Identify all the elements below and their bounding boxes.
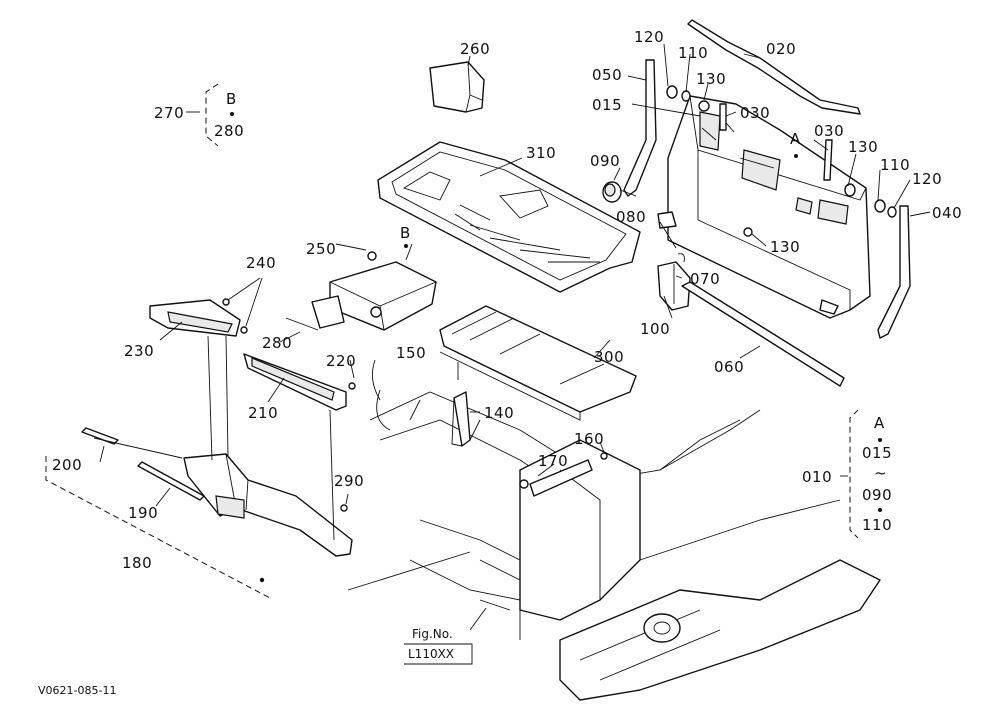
fasteners-upper — [666, 85, 897, 237]
group-010-dot-2 — [878, 508, 882, 512]
label-160: 160 — [574, 430, 604, 448]
group-010: 010 A 015 ~ 090 110 — [802, 414, 892, 534]
figure-ref-box — [404, 643, 473, 665]
label-130-mid: 130 — [770, 238, 800, 256]
label-230: 230 — [124, 342, 154, 360]
figure-ref-line1: Fig.No. — [412, 627, 453, 641]
part-030-pin-left — [719, 103, 727, 131]
part-300-platform — [439, 305, 637, 421]
drawing-code: V0621-085-11 — [38, 684, 116, 697]
label-150: 150 — [396, 344, 426, 362]
label-030-right: 030 — [814, 122, 844, 140]
group-010-extra: 110 — [862, 516, 892, 534]
label-170: 170 — [538, 452, 568, 470]
part-160-170-step — [519, 452, 608, 497]
part-090-cap — [602, 181, 622, 203]
group-270: 270 B 280 — [154, 90, 244, 140]
marker-A: A — [790, 130, 801, 148]
part-number-labels: 260 310 120 110 020 050 130 015 030 030 … — [52, 28, 962, 583]
label-110-right: 110 — [880, 156, 910, 174]
part-030-pin-right — [823, 139, 833, 181]
label-140: 140 — [484, 404, 514, 422]
group-270-letter: B — [226, 90, 237, 108]
label-015: 015 — [592, 96, 622, 114]
label-260: 260 — [460, 40, 490, 58]
label-120-top: 120 — [634, 28, 664, 46]
label-240: 240 — [246, 254, 276, 272]
dashed-guides — [45, 83, 859, 599]
label-110-top: 110 — [678, 44, 708, 62]
part-060-rod — [681, 281, 845, 387]
label-080: 080 — [616, 208, 646, 226]
group-270-dot — [230, 112, 234, 116]
label-040: 040 — [932, 204, 962, 222]
part-070-100-bracket — [657, 261, 691, 311]
group-010-first: 015 — [862, 444, 892, 462]
label-200: 200 — [52, 456, 82, 474]
leader-lines — [99, 43, 931, 631]
label-250: 250 — [306, 240, 336, 258]
label-060: 060 — [714, 358, 744, 376]
group-010-range: ~ — [874, 464, 887, 482]
part-020-rod — [687, 19, 861, 115]
label-050: 050 — [592, 66, 622, 84]
label-180-dot — [259, 577, 265, 583]
label-210: 210 — [248, 404, 278, 422]
part-310-floor-mat — [377, 141, 641, 293]
group-010-letter: A — [874, 414, 885, 432]
group-010-dot-1 — [878, 438, 882, 442]
label-310: 310 — [526, 144, 556, 162]
label-020: 020 — [766, 40, 796, 58]
marker-A-dot — [794, 154, 798, 158]
part-260-pad — [429, 61, 485, 113]
part-200-rod — [81, 427, 119, 445]
label-270: 270 — [154, 104, 184, 122]
label-290: 290 — [334, 472, 364, 490]
marker-B: B — [400, 224, 411, 242]
label-070: 070 — [690, 270, 720, 288]
label-010: 010 — [802, 468, 832, 486]
label-120-right: 120 — [912, 170, 942, 188]
part-040-lever — [877, 205, 911, 339]
label-090: 090 — [590, 152, 620, 170]
label-190: 190 — [128, 504, 158, 522]
bolt-290 — [340, 504, 348, 512]
part-190-rod — [137, 461, 205, 501]
label-030-left: 030 — [740, 104, 770, 122]
group-270-item: 280 — [214, 122, 244, 140]
label-100: 100 — [640, 320, 670, 338]
label-300: 300 — [594, 348, 624, 366]
part-140-bracket — [451, 391, 471, 447]
part-080-clip — [677, 253, 685, 263]
part-180-cover — [183, 453, 353, 557]
label-130-right: 130 — [848, 138, 878, 156]
label-220: 220 — [326, 352, 356, 370]
figure-reference: Fig.No. L110XX — [404, 627, 473, 665]
label-130-top: 130 — [696, 70, 726, 88]
group-010-last: 090 — [862, 486, 892, 504]
part-050-lever — [623, 59, 657, 197]
figure-ref-line2: L110XX — [408, 647, 454, 661]
rear-panel-assembly — [657, 95, 871, 319]
part-210-bracket — [243, 353, 356, 411]
label-180: 180 — [122, 554, 152, 572]
part-230-bracket — [149, 298, 248, 337]
part-B-mechanism — [285, 251, 437, 331]
label-280: 280 — [262, 334, 292, 352]
marker-B-dot — [404, 244, 408, 248]
